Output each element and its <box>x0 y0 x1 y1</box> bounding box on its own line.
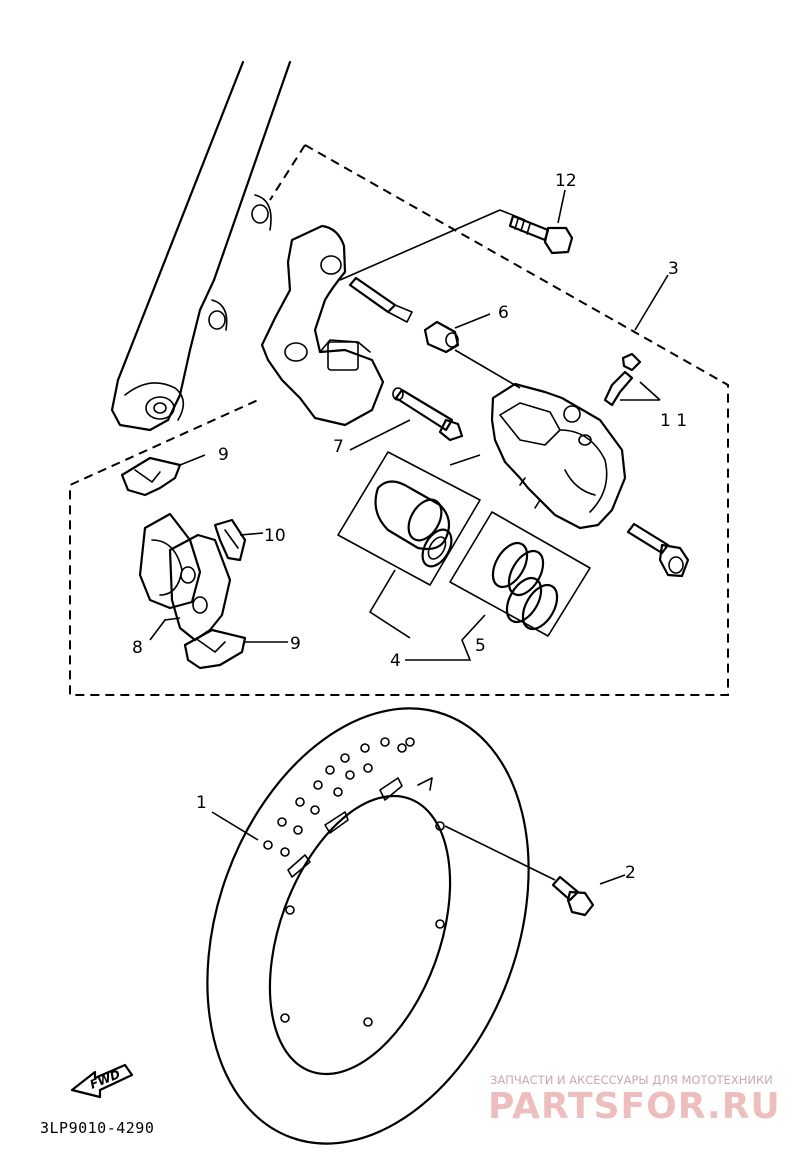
boot-6 <box>423 320 460 354</box>
assembly-group-outline <box>69 144 729 696</box>
callout-9-upper: 9 <box>218 445 229 465</box>
callout-3: 3 <box>668 259 679 279</box>
bolt-12 <box>508 214 574 255</box>
forward-arrow-icon: FWD <box>70 1063 134 1099</box>
callout-2: 2 <box>625 863 636 883</box>
slide-pin-upper <box>348 276 413 323</box>
front-fork-leg <box>110 60 292 432</box>
seals-5 <box>449 511 591 637</box>
callout-10: 10 <box>264 526 286 546</box>
callout-5: 5 <box>475 636 486 656</box>
watermark-tagline: ЗАПЧАСТИ И АКСЕССУАРЫ ДЛЯ МОТОТЕХНИКИ <box>490 1073 773 1087</box>
brake-disc <box>206 707 530 1145</box>
pistons-4 <box>337 451 481 586</box>
caliper-body <box>490 382 627 530</box>
callout-7: 7 <box>333 437 344 457</box>
diagram-code: 3LP9010-4290 <box>40 1119 154 1137</box>
brake-pads-8 <box>138 512 232 642</box>
callout-12: 12 <box>555 171 577 191</box>
leader-lines <box>149 189 669 885</box>
callout-8: 8 <box>132 638 143 658</box>
pad-clip-9-lower <box>183 628 247 670</box>
disc-bolt-2 <box>551 875 595 917</box>
callout-9-lower: 9 <box>290 634 301 654</box>
callout-11: 1 1 <box>660 411 687 431</box>
pad-clip-9-upper <box>120 456 182 497</box>
watermark-brand: PARTSFOR.RU <box>488 1086 781 1127</box>
bleed-screw-11 <box>603 352 642 407</box>
slide-pin-lower <box>626 522 690 578</box>
callout-1: 1 <box>196 793 207 813</box>
callout-6: 6 <box>498 303 509 323</box>
pin-bolt-7 <box>392 387 464 442</box>
callout-4: 4 <box>390 651 401 671</box>
caliper-bracket <box>260 224 385 427</box>
pad-spring-10 <box>213 518 247 562</box>
